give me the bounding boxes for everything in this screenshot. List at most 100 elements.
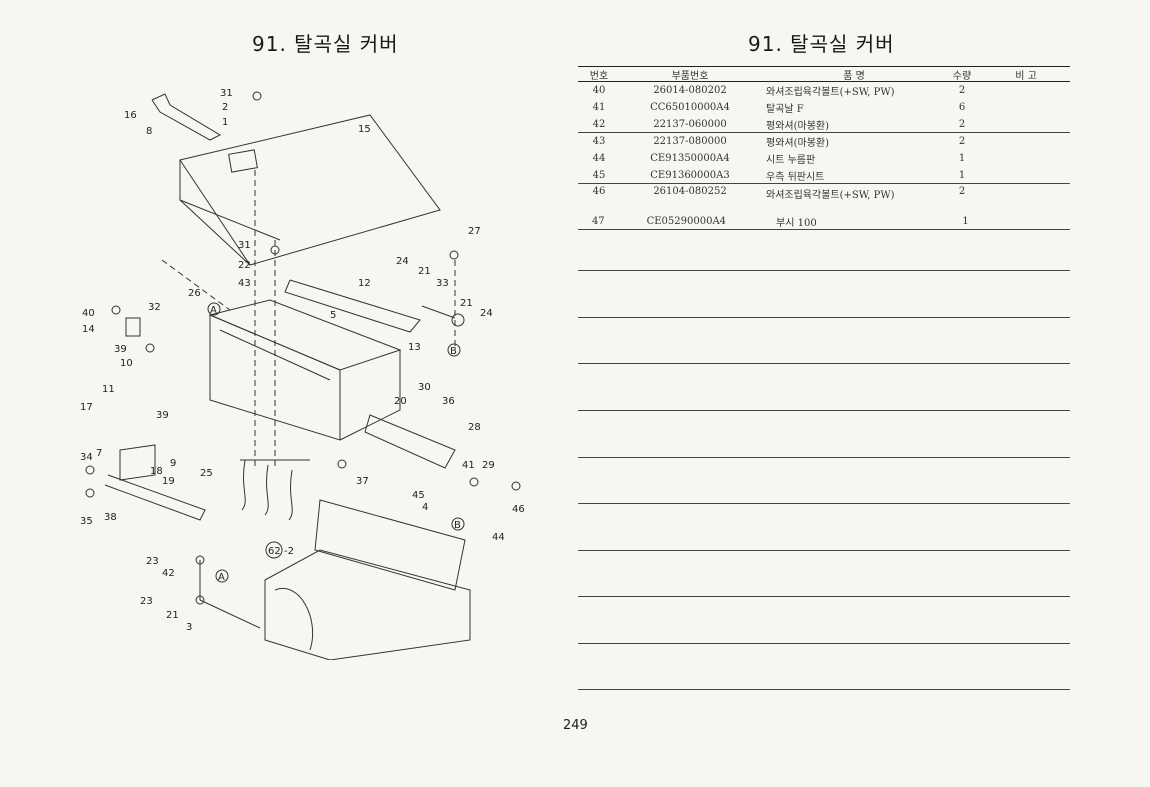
plate-14 [125,317,141,337]
row-name: 평와셔(마봉환) [766,137,830,149]
row-part: 22137-080000 [653,135,727,147]
ruled-line [578,596,1070,597]
callout-16: 16 [124,110,137,121]
callout-40: 40 [82,308,95,319]
row-no: 44 [592,152,606,164]
row-no: 43 [592,135,606,147]
callout-39b: 39 [156,410,169,421]
row-part: CE05290000A4 [646,215,727,227]
header-part-number: 부품번호 [671,70,709,82]
callout-39: 39 [114,344,127,355]
marker-b-right [447,343,461,357]
callout-21: 21 [418,266,431,277]
shaft-33 [421,305,456,319]
callout-7: 7 [96,448,102,459]
row-no: 41 [592,101,606,113]
lever-16 [151,93,222,141]
ruled-line [578,457,1070,458]
callout-5: 5 [330,310,336,321]
callout-3: 3 [186,622,192,633]
table-row: 45 CE91360000A3 우측 뒤판시트 1 [578,167,1070,184]
callout-18: 18 [150,466,163,477]
ruled-line [578,317,1070,318]
exploded-parts-diagram: 31 2 1 16 8 15 31 22 43 27 24 21 33 12 2… [80,88,525,660]
callout-62-circle [265,541,283,559]
row-part: 22137-060000 [653,118,727,130]
callout-30: 30 [418,382,431,393]
cover-panel-15 [179,114,441,266]
row-part: 26104-080252 [653,186,727,197]
row-no: 47 [591,215,605,227]
callout-35: 35 [80,516,93,527]
callout-32: 32 [148,302,161,313]
row-name: 와셔조립육각볼트(+SW, PW) [766,86,895,98]
row-name: 우측 뒤판시트 [766,171,825,183]
callout-9: 9 [170,458,176,469]
callout-21c: 21 [166,610,179,621]
table-row: 41 CC65010000A4 탈곡날 F 6 [578,99,1070,116]
row-name: 부시 100 [776,217,817,229]
row-no: 45 [592,169,606,181]
header-part-name: 품 명 [843,70,865,82]
callout-14: 14 [82,324,95,335]
ruled-line [578,689,1070,690]
bushing-13 [451,313,465,327]
callout-4: 4 [422,502,428,513]
row-no: 42 [592,118,606,130]
parts-table: 번호 부품번호 품 명 수량 비 고 40 26014-080202 와셔조립육… [578,66,1070,230]
callout-2: 2 [222,102,228,113]
callout-31b: 31 [238,240,251,251]
ruled-line [578,503,1070,504]
callout-29: 29 [482,460,495,471]
callout-33: 33 [436,278,449,289]
page-number: 249 [563,718,588,733]
row-qty: 1 [962,215,969,227]
table-row: 46 26104-080252 와셔조립육각볼트(+SW, PW) 2 [578,184,1070,213]
row-qty: 2 [958,135,966,147]
header-note: 비 고 [1015,70,1037,82]
table-row: 47 CE05290000A4 부시 100 1 [578,213,1070,230]
callout-12: 12 [358,278,371,289]
marker-b-right-label: B [450,346,457,357]
header-qty: 수량 [952,70,972,82]
callout-23: 23 [146,556,159,567]
row-name: 시트 누름판 [766,154,816,166]
header-no: 번호 [589,70,609,82]
callout-25: 25 [200,468,213,479]
callout-45: 45 [412,490,425,501]
callout-62: 62 [268,546,281,557]
row-no: 46 [592,186,606,197]
callout-26: 26 [188,288,201,299]
callout-15: 15 [358,124,371,135]
sheet-4 [314,499,466,591]
row-qty: 1 [958,169,966,181]
left-page-title: 91. 탈곡실 커버 [252,32,399,56]
row-part: CC65010000A4 [650,101,730,113]
callout-36: 36 [442,396,455,407]
marker-b-lower [451,517,465,531]
ruled-line [578,643,1070,644]
callout-46: 46 [512,504,525,515]
callout-42: 42 [162,568,175,579]
row-part: CE91350000A4 [650,152,730,164]
row-name: 와셔조립육각볼트(+SW, PW) [766,190,895,201]
callout-24: 24 [396,256,409,267]
callout-23b: 23 [140,596,153,607]
callout-1: 1 [222,117,228,128]
thresher-housing [264,549,471,660]
callout-31: 31 [220,88,233,99]
marker-a-top-label: A [210,305,217,316]
row-part: CE91360000A3 [650,169,730,181]
rail-12 [284,279,421,333]
table-row: 43 22137-080000 평와셔(마봉환) 2 [578,133,1070,150]
table-row: 40 26014-080202 와셔조립육각볼트(+SW, PW) 2 [578,82,1070,99]
callout-8: 8 [146,126,152,137]
frame-5 [208,299,402,371]
ruled-line [578,270,1070,271]
callout-10: 10 [120,358,133,369]
callout-62-suffix: -2 [284,546,294,557]
callout-17: 17 [80,402,93,413]
row-name: 탈곡날 F [766,103,804,115]
cover-lid [228,149,258,173]
callout-28: 28 [468,422,481,433]
